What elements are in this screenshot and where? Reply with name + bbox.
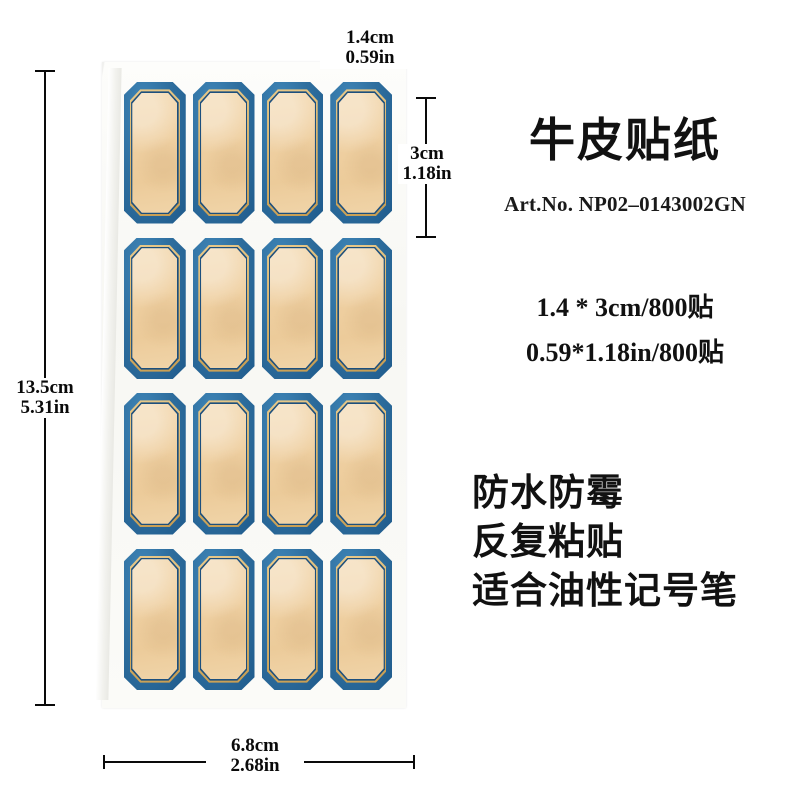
label-height-in: 1.18in xyxy=(402,162,452,184)
sticker-kraft-area xyxy=(269,248,315,369)
article-number: Art.No. NP02–0143002GN xyxy=(504,192,746,216)
sheet-width-dimension-line-left xyxy=(103,761,211,763)
product-info-panel: 牛皮贴纸 Art.No. NP02–0143002GN 1.4 * 3cm/80… xyxy=(450,0,800,800)
label-sticker[interactable] xyxy=(124,548,186,690)
label-width-label: 1.4cm 0.59in xyxy=(320,28,420,69)
sticker-kraft-area xyxy=(201,248,247,369)
label-sticker[interactable] xyxy=(261,82,324,224)
feature-list: 防水防霉 反复粘贴 适合油性记号笔 xyxy=(472,468,800,616)
label-sticker[interactable] xyxy=(192,82,255,224)
label-sticker[interactable] xyxy=(124,82,186,224)
label-sticker[interactable] xyxy=(192,237,255,379)
sheet-height-in: 5.31in xyxy=(20,396,70,418)
label-sticker[interactable] xyxy=(124,237,186,379)
sheet-width-label: 6.8cm 2.68in xyxy=(206,736,304,776)
label-sticker[interactable] xyxy=(330,548,392,690)
label-height-cap-top xyxy=(416,97,436,99)
sheet-width-dimension-line-right xyxy=(300,761,414,763)
label-sticker[interactable] xyxy=(261,237,324,379)
label-sticker[interactable] xyxy=(192,548,255,690)
label-sticker[interactable] xyxy=(192,393,255,535)
spec-metric: 1.4 * 3cm/800贴 xyxy=(536,293,714,322)
label-height-cap-bottom xyxy=(416,236,436,238)
product-photo xyxy=(88,62,406,708)
label-sticker[interactable] xyxy=(330,237,392,379)
label-sticker[interactable] xyxy=(330,393,392,535)
product-title: 牛皮贴纸 xyxy=(529,114,721,166)
feature-marker-compatible: 适合油性记号笔 xyxy=(472,570,738,612)
label-height-cm: 3cm xyxy=(410,143,444,164)
sticker-kraft-area xyxy=(338,92,384,213)
sticker-kraft-area xyxy=(132,248,178,369)
sticker-kraft-area xyxy=(338,559,384,680)
label-width-cm: 1.4cm xyxy=(345,27,394,48)
sticker-kraft-area xyxy=(269,92,315,213)
label-height-label: 3cm 1.18in xyxy=(398,144,456,184)
label-sticker[interactable] xyxy=(124,393,186,535)
sticker-kraft-area xyxy=(201,559,247,680)
sticker-kraft-area xyxy=(132,559,178,680)
sheet-edge-highlight xyxy=(95,68,122,700)
sheet-width-cm: 6.8cm xyxy=(230,735,279,756)
label-width-in: 0.59in xyxy=(345,46,395,68)
label-grid xyxy=(124,82,392,690)
sticker-kraft-area xyxy=(338,248,384,369)
feature-waterproof: 防水防霉 xyxy=(472,472,624,513)
sticker-kraft-area xyxy=(269,403,315,524)
label-backing-sheet xyxy=(95,62,406,708)
sticker-kraft-area xyxy=(201,92,247,213)
sheet-width-cap-right xyxy=(413,755,415,769)
sticker-kraft-area xyxy=(338,403,384,524)
sticker-kraft-area xyxy=(269,559,315,680)
feature-repositionable: 反复粘贴 xyxy=(472,521,624,563)
label-sticker[interactable] xyxy=(261,548,324,690)
sheet-height-label: 13.5cm 5.31in xyxy=(2,378,88,418)
sheet-width-cap-left xyxy=(103,755,105,769)
sheet-height-cm: 13.5cm xyxy=(16,377,74,398)
sheet-height-cap-top xyxy=(35,70,55,72)
sheet-width-in: 2.68in xyxy=(230,754,280,776)
sticker-kraft-area xyxy=(132,403,178,524)
sticker-kraft-area xyxy=(201,403,247,524)
spec-imperial: 0.59*1.18in/800贴 xyxy=(526,338,724,367)
label-sticker[interactable] xyxy=(330,82,392,224)
sticker-kraft-area xyxy=(132,92,178,213)
sheet-height-cap-bottom xyxy=(35,704,55,706)
label-sticker[interactable] xyxy=(261,393,324,535)
